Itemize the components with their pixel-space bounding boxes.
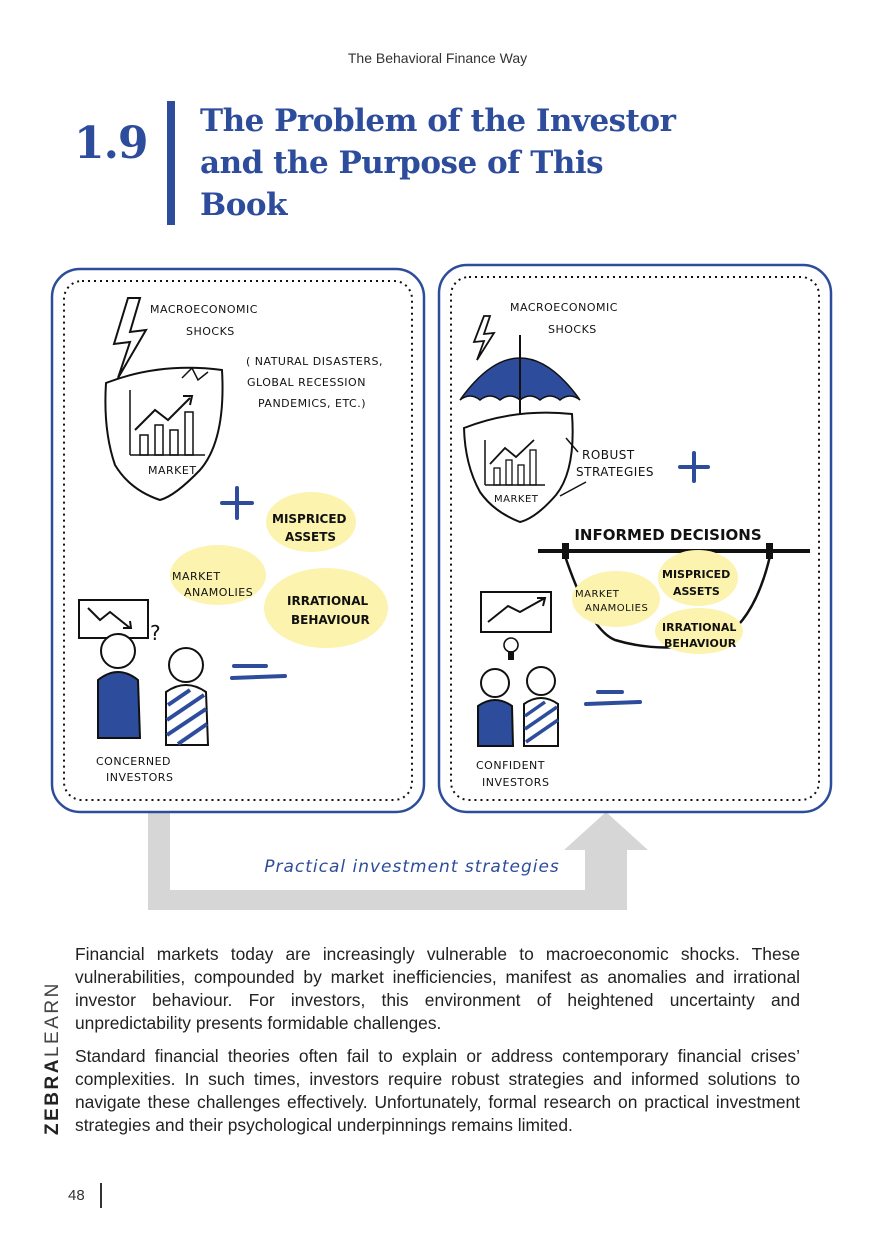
lightning-icon — [112, 297, 148, 379]
brand-bold: ZEBRA — [42, 1057, 63, 1135]
irrational-bubble — [264, 568, 388, 648]
equals-icon — [584, 690, 642, 706]
anomalies-bubble — [572, 571, 660, 627]
section-number: 1.9 — [74, 118, 149, 169]
anomalies-label-2: ANAMOLIES — [184, 586, 253, 599]
market-label: MARKET — [148, 464, 197, 477]
anomalies-label-2: ANAMOLIES — [585, 603, 648, 614]
shocks-label-1: MACROECONOMIC — [510, 301, 618, 314]
shocks-label-2: SHOCKS — [186, 325, 235, 338]
brand-light: LEARN — [42, 981, 63, 1058]
body-paragraph: Financial markets today are increasingly… — [75, 944, 800, 1033]
confident-investors-icon — [477, 666, 559, 747]
section-title: The Problem of the Investor and the Purp… — [200, 100, 720, 226]
shocks-label-2: SHOCKS — [548, 323, 597, 336]
practical-strategies-arrow: Practical investment strategies — [148, 812, 648, 910]
informed-decisions-label: INFORMED DECISIONS — [574, 526, 761, 544]
shocks-label-1: MACROECONOMIC — [150, 303, 258, 316]
equals-icon — [230, 664, 287, 680]
irrational-label-1: IRRATIONAL — [287, 594, 368, 608]
market-label: MARKET — [494, 494, 539, 505]
mispriced-bubble — [658, 550, 738, 606]
robust-label-1: ROBUST — [582, 448, 635, 462]
falling-chart-icon — [78, 599, 149, 639]
lightning-icon — [472, 315, 496, 361]
plus-icon — [220, 486, 254, 520]
running-header: The Behavioral Finance Way — [347, 50, 528, 66]
examples-label-2: GLOBAL RECESSION — [247, 376, 366, 389]
examples-label-1: ( NATURAL DISASTERS, — [246, 355, 383, 368]
page-number-divider — [100, 1183, 102, 1208]
confident-label-1: CONFIDENT — [476, 759, 545, 772]
section-title-line: The Problem of the Investor — [200, 103, 676, 139]
investor-illustration: Practical investment strategies MACROECO… — [50, 263, 833, 910]
mispriced-label-1: MISPRICED — [662, 568, 730, 581]
robust-label-2: STRATEGIES — [576, 465, 654, 479]
section-title-line: Book — [200, 187, 288, 223]
umbrella-icon — [459, 335, 581, 425]
concerned-label-2: INVESTORS — [106, 771, 173, 784]
page-number: 48 — [68, 1187, 85, 1204]
anomalies-bubble — [170, 545, 266, 605]
plus-icon — [678, 451, 710, 483]
market-shield-icon: MARKET — [462, 411, 574, 524]
mispriced-label-1: MISPRICED — [272, 512, 347, 526]
mispriced-label-2: ASSETS — [285, 530, 336, 544]
irrational-label-1: IRRATIONAL — [662, 621, 736, 634]
concerned-investors-icon — [97, 633, 210, 746]
section-title-line: and the Purpose of This — [200, 145, 604, 181]
market-shield-icon: MARKET — [104, 366, 224, 502]
concerned-label-1: CONCERNED — [96, 755, 171, 768]
irrational-label-2: BEHAVIOUR — [664, 637, 737, 650]
title-divider — [167, 101, 175, 225]
body-paragraph: Standard financial theories often fail t… — [75, 1046, 800, 1135]
anomalies-label-1: MARKET — [575, 589, 620, 600]
examples-label-3: PANDEMICS, ETC.) — [258, 397, 366, 410]
mispriced-label-2: ASSETS — [673, 585, 720, 598]
mispriced-bubble — [266, 492, 356, 552]
side-brand-logo: ZEBRALEARN — [42, 981, 64, 1135]
rising-chart-icon — [480, 591, 552, 633]
pointer-arrow — [565, 437, 579, 453]
lightbulb-icon — [503, 637, 519, 660]
pointer-arrow — [559, 481, 587, 497]
anomalies-label-1: MARKET — [172, 570, 221, 583]
question-mark-icon: ? — [150, 621, 161, 645]
arrow-caption: Practical investment strategies — [264, 857, 560, 877]
irrational-bubble — [655, 608, 743, 654]
right-panel: MACROECONOMIC SHOCKS MARKET ROBUST STRAT… — [437, 263, 833, 814]
left-panel: MACROECONOMIC SHOCKS ( NATURAL DISASTERS… — [50, 267, 426, 814]
confident-label-2: INVESTORS — [482, 776, 549, 789]
body-text: Financial markets today are increasingly… — [75, 943, 800, 1147]
irrational-label-2: BEHAVIOUR — [291, 613, 370, 627]
